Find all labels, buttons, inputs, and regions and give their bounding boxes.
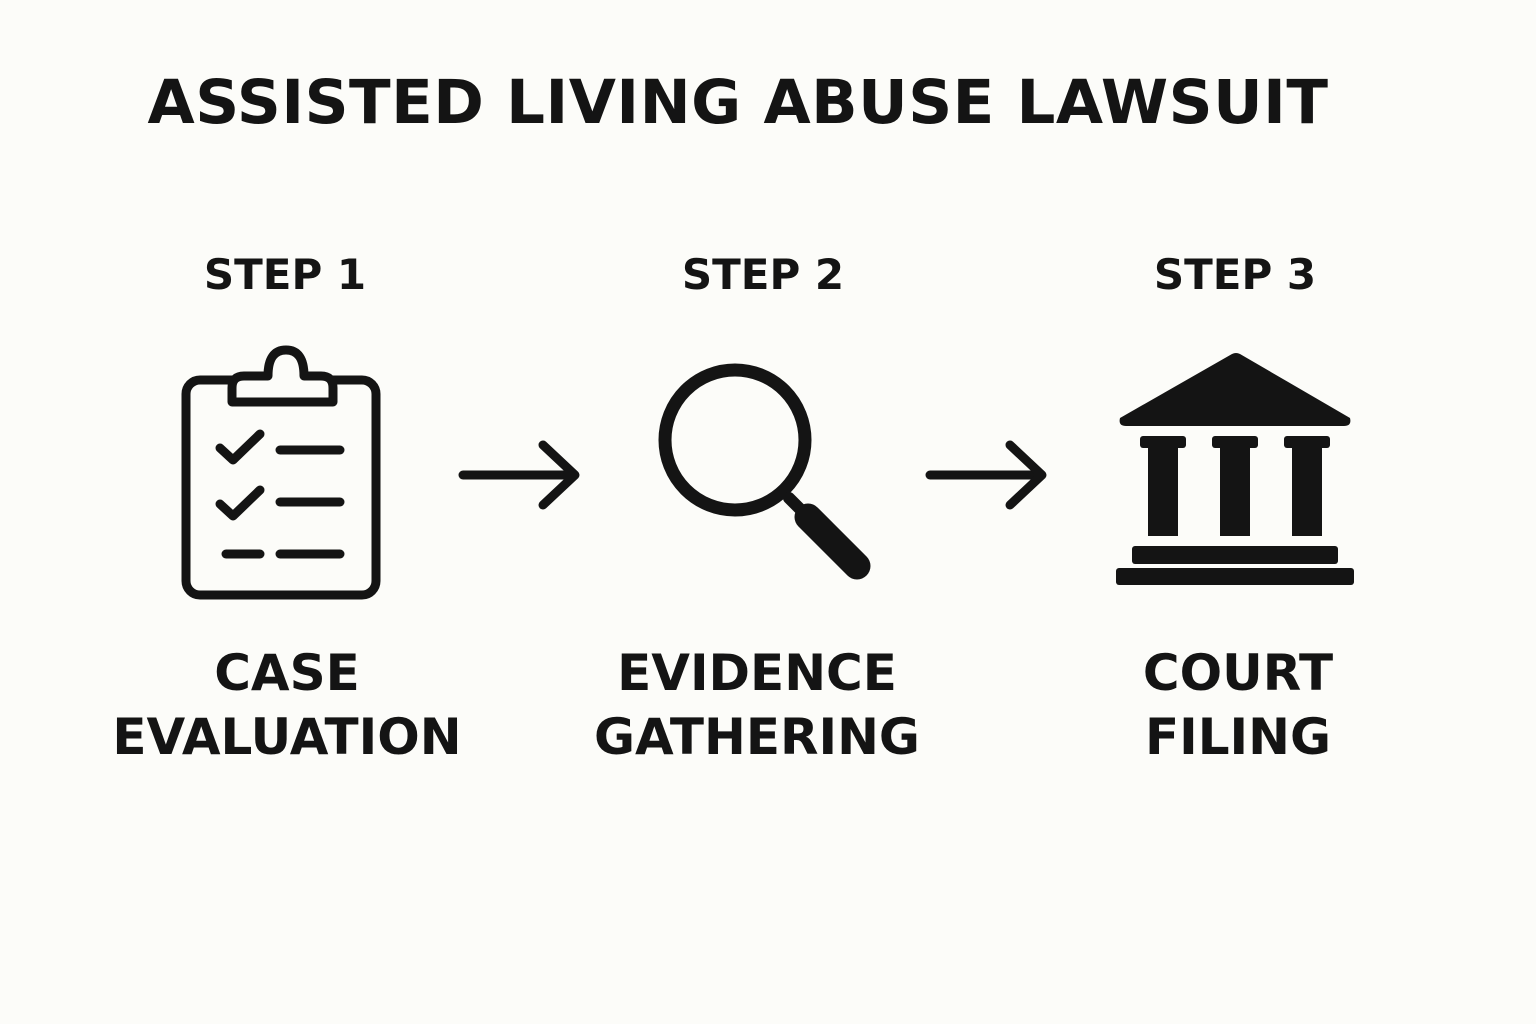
step-1-label: STEP 1 (203, 250, 367, 299)
step-2-caption-line-1: EVIDENCE (617, 644, 897, 702)
step-2-label: STEP 2 (681, 250, 845, 299)
step-3-caption: COURT FILING (1018, 641, 1458, 769)
step-3-caption-line-2: FILING (1144, 708, 1332, 766)
clipboard-checklist-icon (181, 345, 381, 600)
step-3-caption-line-1: COURT (1142, 644, 1334, 702)
step-1-caption-line-2: EVALUATION (112, 708, 462, 766)
magnifying-glass-icon (658, 363, 871, 580)
page-title: ASSISTED LIVING ABUSE LAWSUIT (147, 67, 1329, 138)
step-1-caption-line-1: CASE (214, 644, 360, 702)
courthouse-icon (1116, 353, 1354, 585)
arrow-right-icon (458, 440, 580, 510)
step-2-caption-line-2: GATHERING (594, 708, 920, 766)
step-1-caption: CASE EVALUATION (67, 641, 507, 769)
step-2-caption: EVIDENCE GATHERING (537, 641, 977, 769)
arrow-right-icon (925, 440, 1047, 510)
step-3-label: STEP 3 (1153, 250, 1317, 299)
